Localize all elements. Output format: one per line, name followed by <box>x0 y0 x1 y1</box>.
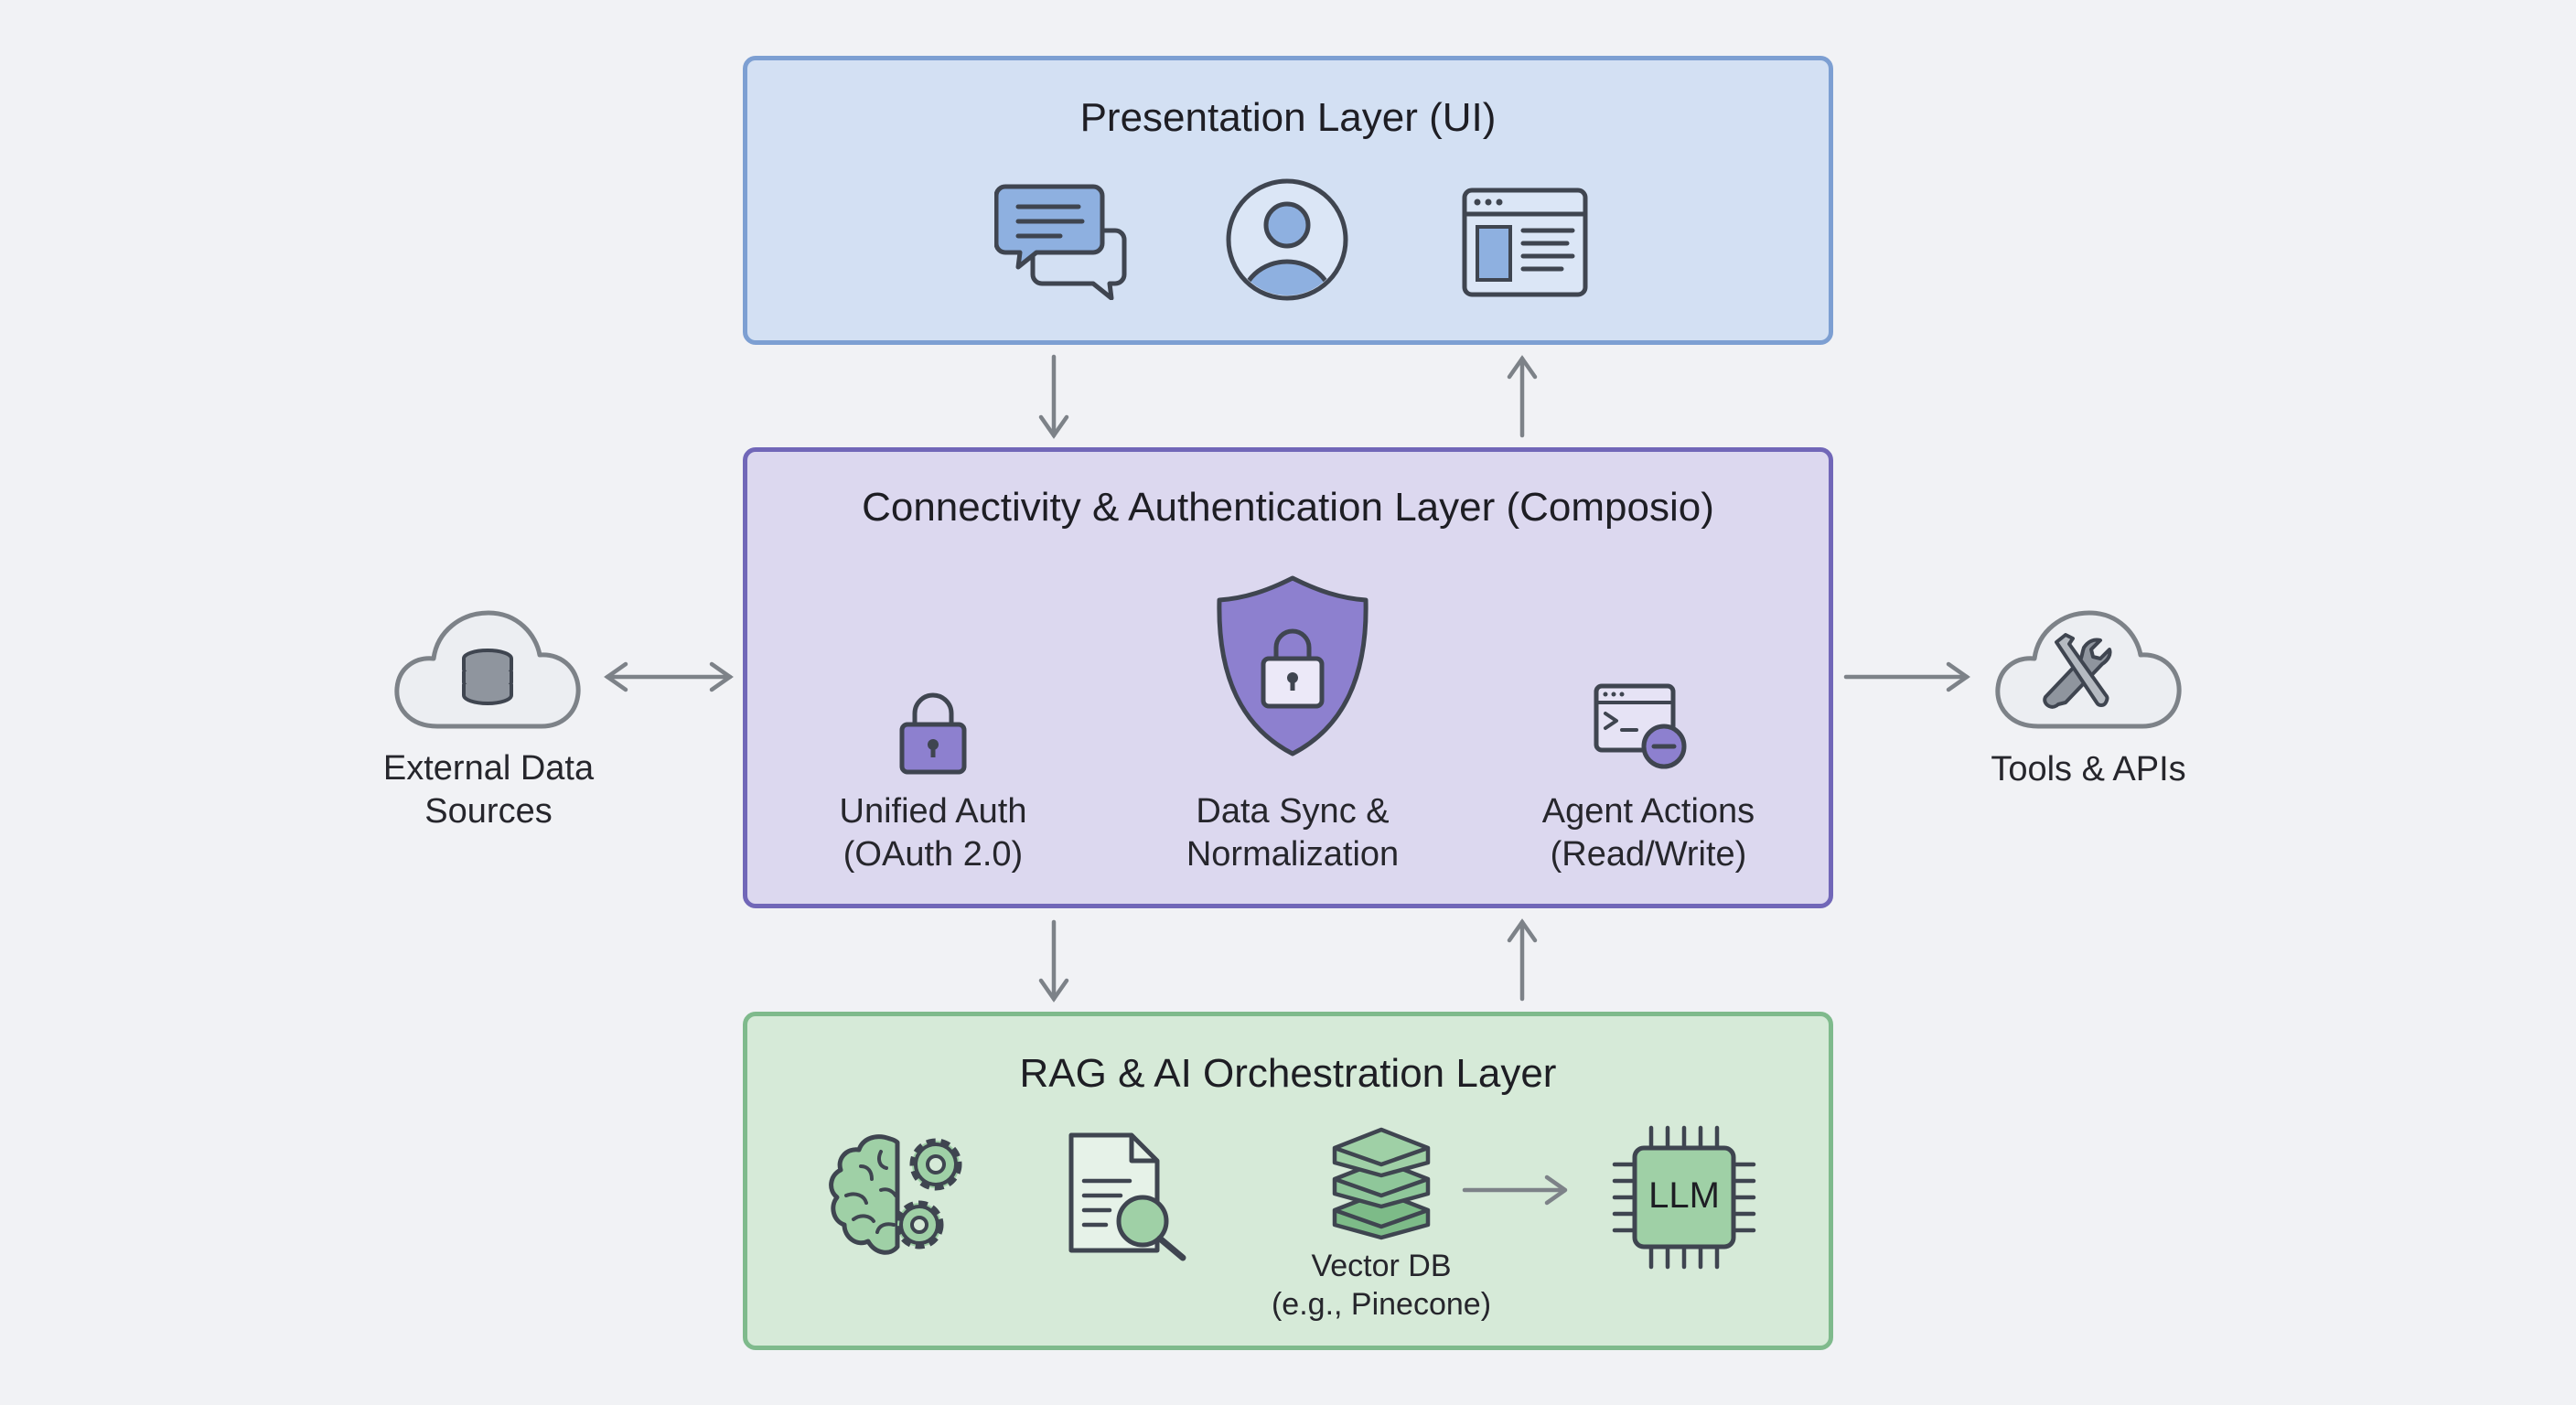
webpage-icon <box>1462 188 1588 297</box>
arrow-vector-db-to-llm <box>1462 1174 1568 1206</box>
rag-layer-title: RAG & AI Orchestration Layer <box>1019 1051 1557 1096</box>
presentation-layer: Presentation Layer (UI) <box>743 56 1833 345</box>
unified-auth-label: Unified Auth (OAuth 2.0) <box>839 792 1027 874</box>
llm-chip-icon: LLM <box>1611 1124 1757 1271</box>
data-sync-label: Data Sync & Normalization <box>1186 792 1400 874</box>
vector-db-label: Vector DB (e.g., Pinecone) <box>1271 1249 1492 1322</box>
terminal-icon <box>1594 683 1687 769</box>
lock-icon <box>899 692 967 775</box>
brain-gears-icon <box>829 1134 962 1255</box>
user-icon <box>1226 178 1348 301</box>
external-data-sources-label: External Data Sources <box>382 749 595 831</box>
vector-db-icon <box>1332 1127 1431 1240</box>
document-search-icon <box>1068 1132 1186 1261</box>
agent-actions-label: Agent Actions (Read/Write) <box>1541 792 1755 874</box>
cloud-tools-icon <box>1995 610 2182 729</box>
shield-lock-icon <box>1217 575 1368 756</box>
rag-layer: RAG & AI Orchestration Layer <box>743 1012 1833 1350</box>
llm-label: LLM <box>1648 1175 1720 1216</box>
chat-icon <box>994 184 1127 300</box>
connectivity-layer: Connectivity & Authentication Layer (Com… <box>743 447 1833 908</box>
tools-apis-label: Tools & APIs <box>1991 750 2186 788</box>
cloud-database-icon <box>394 610 581 729</box>
presentation-layer-title: Presentation Layer (UI) <box>1079 95 1497 140</box>
connectivity-layer-title: Connectivity & Authentication Layer (Com… <box>862 485 1714 530</box>
